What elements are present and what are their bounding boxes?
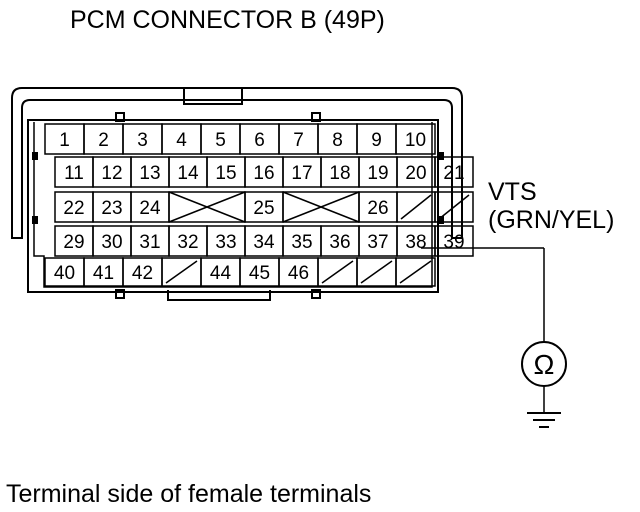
- terminal-number: 7: [293, 130, 304, 151]
- blank-cell: [434, 191, 474, 223]
- terminal-number: 31: [139, 232, 160, 253]
- terminal-number: 12: [101, 163, 122, 184]
- terminal-cell: [434, 156, 474, 188]
- terminal-number: 13: [139, 163, 160, 184]
- terminal-number: 3: [137, 130, 148, 151]
- terminal-number: 16: [253, 163, 274, 184]
- diagram-title: PCM CONNECTOR B (49P): [70, 6, 385, 34]
- blank-cell: [395, 257, 436, 287]
- terminal-number: 15: [215, 163, 236, 184]
- terminal-number: 22: [63, 198, 84, 219]
- terminal-number: 26: [367, 198, 388, 219]
- terminal-number: 46: [288, 263, 309, 284]
- terminal-number: 44: [210, 263, 232, 284]
- terminal-number: 21: [443, 163, 464, 184]
- terminal-number: 1: [59, 130, 70, 151]
- terminal-cell: [434, 225, 474, 257]
- ohm-symbol-text: Ω: [534, 349, 555, 380]
- terminal-number: 18: [329, 163, 350, 184]
- probe-signal-name: VTS: [488, 178, 537, 206]
- connector-housing: [11, 87, 463, 301]
- terminal-number: 19: [367, 163, 388, 184]
- blocked-cell: [168, 191, 246, 223]
- terminal-number: 40: [54, 263, 75, 284]
- terminal-number: 23: [101, 198, 122, 219]
- blank-slash-line: [165, 260, 198, 284]
- blank-slash-line: [360, 260, 393, 284]
- terminal-number: 5: [215, 130, 226, 151]
- terminal-number: 17: [291, 163, 312, 184]
- blank-cavities: [165, 191, 470, 284]
- terminal-number: 9: [371, 130, 382, 151]
- terminal-number: 33: [215, 232, 236, 253]
- terminal-number: 4: [176, 130, 187, 151]
- ground-icon: [527, 412, 561, 428]
- blank-slash-line: [438, 194, 470, 220]
- terminal-number: 32: [177, 232, 198, 253]
- probe-wiring: [421, 247, 567, 428]
- terminal-cell: [395, 123, 436, 155]
- terminal-number: 11: [64, 163, 84, 184]
- terminal-number: 24: [139, 198, 161, 219]
- terminal-number: 10: [405, 130, 426, 151]
- terminal-number: 6: [254, 130, 265, 151]
- terminal-number: 25: [253, 198, 274, 219]
- blank-slash-line: [400, 194, 432, 220]
- terminal-number: 42: [132, 263, 153, 284]
- terminal-number: 8: [332, 130, 343, 151]
- terminal-number: 41: [93, 263, 114, 284]
- terminal-number: 29: [63, 232, 84, 253]
- terminal-number: 35: [291, 232, 312, 253]
- terminal-number: 2: [98, 130, 109, 151]
- blocked-cell: [282, 191, 360, 223]
- terminal-number: 45: [249, 263, 270, 284]
- terminal-number: 39: [443, 232, 464, 253]
- blank-slash-line: [321, 260, 354, 284]
- terminal-number: 20: [405, 163, 426, 184]
- terminal-number: 36: [329, 232, 350, 253]
- probe-label: VTS (GRN/YEL): [488, 178, 614, 234]
- probe-wire-color: (GRN/YEL): [488, 206, 615, 234]
- terminal-number: 30: [101, 232, 122, 253]
- terminal-number: 34: [253, 232, 275, 253]
- terminal-number: 38: [405, 232, 426, 253]
- side-markers: [32, 152, 444, 224]
- blocked-cross-line: [282, 191, 360, 223]
- blank-slash-line: [399, 260, 432, 284]
- terminal-number: 37: [367, 232, 388, 253]
- terminal-number: 14: [177, 163, 199, 184]
- diagram-caption: Terminal side of female terminals: [6, 480, 372, 508]
- blocked-cross-line: [168, 191, 246, 223]
